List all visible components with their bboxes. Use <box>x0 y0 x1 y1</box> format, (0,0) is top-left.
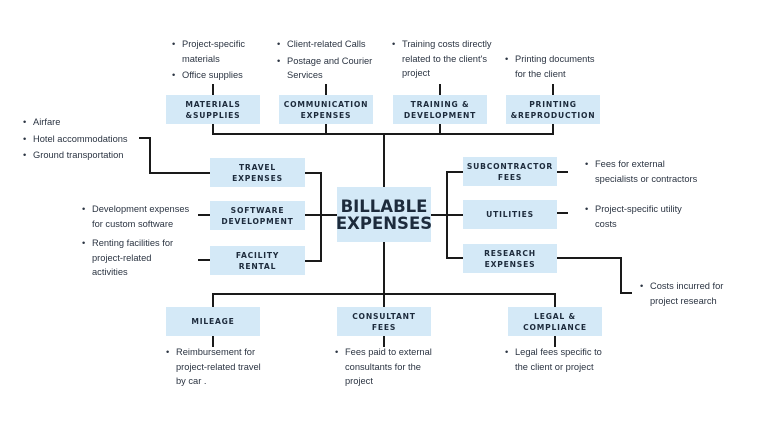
note-item: Office supplies <box>172 68 264 83</box>
utilities-label: UTILITIES <box>486 210 534 219</box>
consultant-fees-label: CONSULTANT FEES <box>352 311 416 332</box>
mileage-label: MILEAGE <box>191 317 235 326</box>
materials-supplies-label: MATERIALS &SUPPLIES <box>185 99 241 120</box>
note-item: Renting facilities for project-related a… <box>82 236 182 280</box>
materials-supplies-notes: Project-specific materials Office suppli… <box>172 37 264 85</box>
travel-expenses-label: TRAVEL EXPENSES <box>232 162 283 183</box>
facility-rental-notes: Renting facilities for project-related a… <box>82 236 182 282</box>
research-expenses-box: RESEARCH EXPENSES <box>463 244 557 273</box>
utilities-notes: Project-specific utility costs <box>585 202 697 233</box>
note-item: Ground transportation <box>23 148 148 163</box>
note-item: Development expenses for custom software <box>82 202 194 231</box>
printing-reproduction-label: PRINTING &REPRODUCTION <box>510 99 596 120</box>
note-item: Client-related Calls <box>277 37 382 52</box>
legal-compliance-box: LEGAL & COMPLIANCE <box>508 307 602 336</box>
consultant-fees-box: CONSULTANT FEES <box>337 307 431 336</box>
note-item: Project-specific materials <box>172 37 264 66</box>
consultant-fees-notes: Fees paid to external consultants for th… <box>335 345 445 391</box>
research-expenses-notes: Costs incurred for project research <box>640 279 740 310</box>
training-development-label: TRAINING & DEVELOPMENT <box>403 99 477 120</box>
note-item: Legal fees specific to the client or pro… <box>505 345 613 374</box>
software-development-box: SOFTWARE DEVELOPMENT <box>210 201 305 230</box>
communication-expenses-label: COMMUNICATION EXPENSES <box>283 99 369 120</box>
printing-reproduction-box: PRINTING &REPRODUCTION <box>506 95 600 124</box>
subcontractor-fees-label: SUBCONTRACTOR FEES <box>466 161 554 182</box>
legal-compliance-label: LEGAL & COMPLIANCE <box>523 311 587 332</box>
facility-rental-label: FACILITY RENTAL <box>235 250 280 271</box>
utilities-box: UTILITIES <box>463 200 557 229</box>
communication-expenses-notes: Client-related Calls Postage and Courier… <box>277 37 382 85</box>
legal-compliance-notes: Legal fees specific to the client or pro… <box>505 345 613 376</box>
note-item: Costs incurred for project research <box>640 279 740 308</box>
note-item: Reimbursement for project-related travel… <box>166 345 272 389</box>
billable-expenses-title: BILLABLE EXPENSES <box>335 196 433 233</box>
note-item: Fees for external specialists or contrac… <box>585 157 710 186</box>
billable-expenses-box: BILLABLE EXPENSES <box>335 187 433 242</box>
subcontractor-fees-notes: Fees for external specialists or contrac… <box>585 157 710 188</box>
note-item: Project-specific utility costs <box>585 202 697 231</box>
travel-expenses-box: TRAVEL EXPENSES <box>210 158 305 187</box>
note-item: Training costs directly related to the c… <box>392 37 500 81</box>
note-item: Printing documents for the client <box>505 52 597 81</box>
note-item: Fees paid to external consultants for th… <box>335 345 445 389</box>
facility-rental-box: FACILITY RENTAL <box>210 246 305 275</box>
subcontractor-fees-box: SUBCONTRACTOR FEES <box>463 157 557 186</box>
research-expenses-label: RESEARCH EXPENSES <box>484 248 536 269</box>
software-development-label: SOFTWARE DEVELOPMENT <box>221 205 294 226</box>
communication-expenses-box: COMMUNICATION EXPENSES <box>279 95 373 124</box>
note-item: Postage and Courier Services <box>277 54 382 83</box>
mileage-box: MILEAGE <box>166 307 260 336</box>
note-item: Airfare <box>23 115 148 130</box>
note-item: Hotel accommodations <box>23 132 148 147</box>
training-development-notes: Training costs directly related to the c… <box>392 37 500 83</box>
training-development-box: TRAINING & DEVELOPMENT <box>393 95 487 124</box>
mileage-notes: Reimbursement for project-related travel… <box>166 345 272 391</box>
printing-reproduction-notes: Printing documents for the client <box>505 52 597 83</box>
software-development-notes: Development expenses for custom software <box>82 202 194 233</box>
travel-expenses-notes: Airfare Hotel accommodations Ground tran… <box>23 115 148 165</box>
materials-supplies-box: MATERIALS &SUPPLIES <box>166 95 260 124</box>
